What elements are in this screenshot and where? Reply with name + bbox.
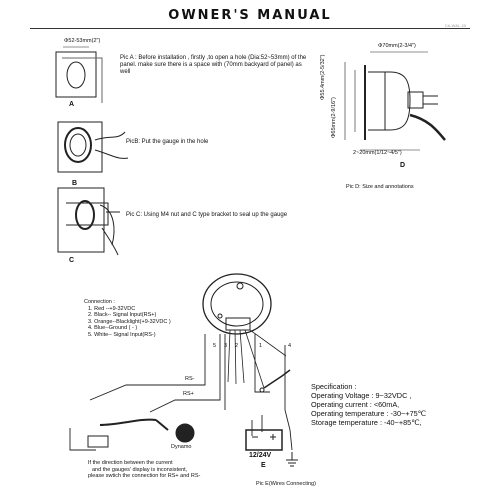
terminal-label: 1: [259, 343, 263, 349]
pic-e-letter: E: [261, 462, 266, 469]
polarity-note: If the direction between the current and…: [88, 460, 258, 480]
pic-d-letter: D: [400, 162, 406, 169]
pic-b-instructions: PicB: Put the gauge in the hole: [126, 139, 209, 145]
connection-item: 1. Red --+9-32VDC: [88, 305, 136, 312]
small-battery-symbol: [87, 435, 109, 448]
note-line: If the direction between the current: [88, 460, 173, 466]
connection-item: 3. Orange--Blacklight(+9-32VDC ): [88, 318, 171, 325]
ignition-switch: [263, 369, 291, 389]
pic-a-dimension: Φ52-53mm(2"): [64, 38, 101, 44]
pic-d-dim-bottom: 2~20mm(1/12~4/5"): [353, 150, 402, 156]
terminal-label: 2: [235, 343, 239, 349]
pic-c-letter: C: [69, 257, 75, 264]
terminal-label: 5: [213, 343, 217, 349]
pic-d-dim-left-1: Φ55.4mm(2-5/32"): [320, 54, 326, 100]
pic-a-letter: A: [69, 101, 75, 108]
pic-b-letter: B: [72, 180, 78, 187]
specification-block: Specification : Operating Voltage : 9~32…: [311, 382, 491, 427]
connection-item: 2. Black-- Signal Input(RS+): [88, 312, 157, 318]
title-rule: [30, 28, 470, 29]
specification-heading: Specification :: [311, 382, 357, 391]
pic-d-side-view: [344, 51, 446, 151]
battery-voltage-label: 12/24V: [249, 452, 272, 459]
pic-c-instructions: Pic C: Using M4 nut and C type bracket t…: [126, 212, 288, 218]
terminal-label: 4: [288, 343, 292, 349]
connection-item: 4. Blue--Ground ( - ): [88, 325, 138, 331]
main-battery-symbol: [245, 429, 283, 451]
pic-c-bracket-drawing: [57, 187, 120, 256]
pic-b-gauge-drawing: [57, 121, 129, 173]
note-line: please swtich the connection for RS+ and…: [88, 473, 201, 479]
ground-symbol: [286, 452, 298, 467]
pic-d-dim-top: Φ70mm(2-3/4"): [378, 43, 416, 49]
specification-line: Operating Voltage : 9~32VDC ,: [311, 391, 412, 400]
dynamo-symbol: [175, 423, 195, 443]
pic-e-caption: Pic E(Wires Connecting): [256, 481, 316, 487]
pic-e-wires: [69, 334, 293, 451]
connection-item: 5. White-- Signal Input(RS-): [88, 331, 156, 338]
specification-line: Operating current : <60mA,: [311, 400, 400, 409]
specification-line: Storage temperature : -40~+85℃,: [311, 418, 422, 427]
dynamo-label: Dynamo: [171, 444, 192, 450]
pic-e-gauge-back: [202, 273, 287, 389]
terminal-label: 3: [224, 343, 228, 349]
pic-a-instructions: Pic A : Before installation , firstly ,t…: [120, 55, 307, 75]
pic-a-panel-drawing: [55, 46, 103, 103]
document-code: CA-WAL-20: [444, 23, 466, 28]
pic-d-caption: Pic D: Size and annotations: [346, 184, 414, 190]
page-title: OWNER'S MANUAL: [168, 8, 332, 23]
connection-legend: Connection : 1. Red --+9-32VDC 2. Black-…: [84, 299, 209, 338]
rs-plus-label: RS+: [183, 391, 194, 397]
pic-d-dim-left-2: Φ65mm(2-9/16"): [331, 97, 337, 138]
rs-minus-label: RS-: [185, 376, 195, 382]
connection-heading: Connection :: [84, 299, 115, 305]
specification-line: Operating temperature : -30~+75℃: [311, 409, 426, 418]
note-line: and the gauges' display is inconsistent,: [92, 466, 188, 473]
